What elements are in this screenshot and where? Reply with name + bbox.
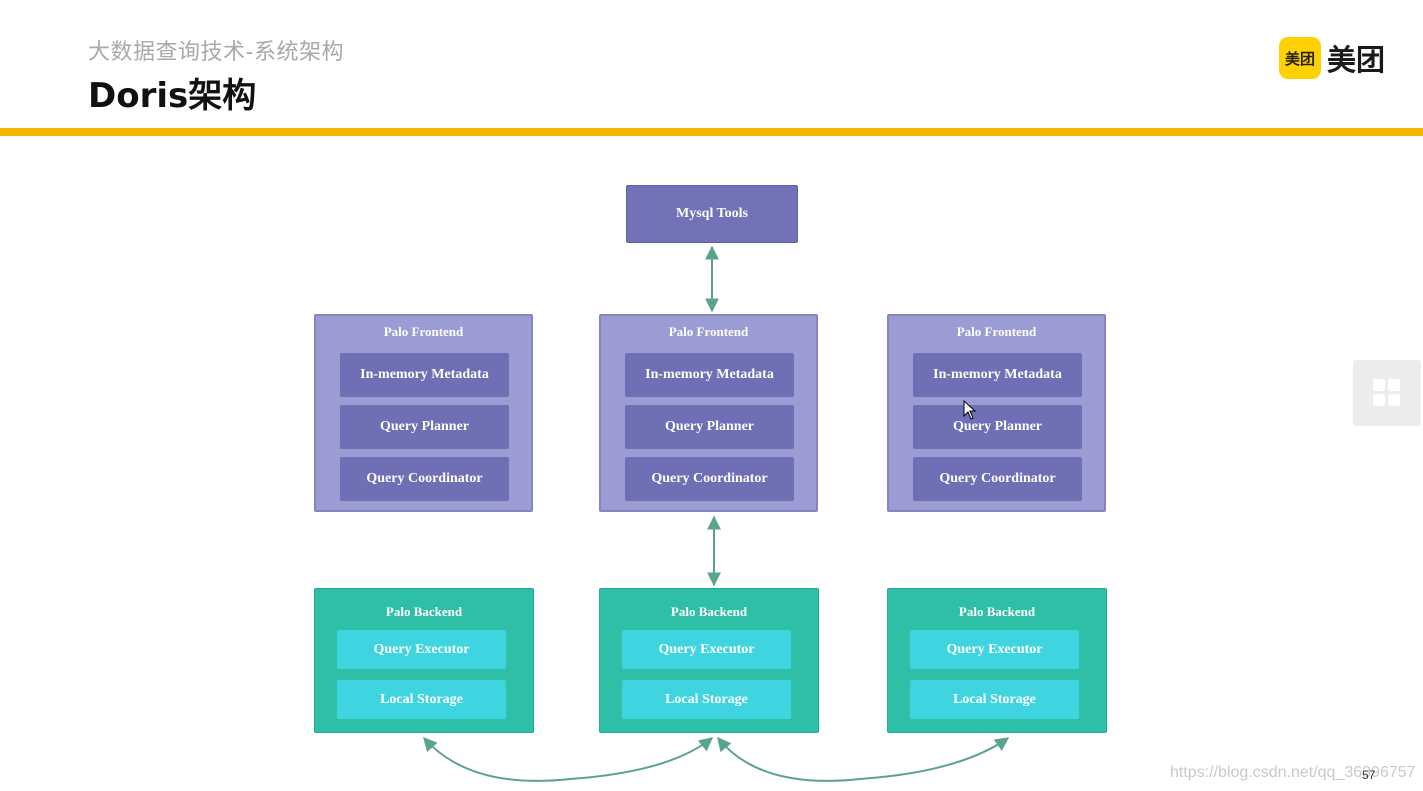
slide-subtitle: 大数据查询技术-系统架构 (88, 40, 344, 65)
slide-title: Doris架构 (88, 76, 257, 116)
grid-menu-icon[interactable] (1353, 360, 1421, 426)
local-storage: Local Storage (910, 680, 1079, 719)
backend-title: Palo Backend (385, 604, 463, 619)
palo-frontend-1: Palo Frontend In-memory Metadata Query P… (314, 314, 533, 512)
meituan-logo: 美团 美团 (1279, 37, 1385, 79)
query-coordinator: Query Coordinator (625, 457, 794, 501)
palo-backend-3: Palo Backend Query Executor Local Storag… (887, 588, 1107, 733)
watermark: https://blog.csdn.net/qq_36396757 (1170, 764, 1416, 781)
in-memory-metadata: In-memory Metadata (625, 353, 794, 397)
query-planner: Query Planner (625, 405, 794, 449)
backend-title: Palo Backend (670, 604, 748, 619)
query-executor: Query Executor (910, 630, 1079, 669)
query-executor: Query Executor (337, 630, 506, 669)
mysql-tools-node: Mysql Tools (626, 185, 798, 243)
frontend-title: Palo Frontend (956, 324, 1037, 339)
palo-frontend-2: Palo Frontend In-memory Metadata Query P… (599, 314, 818, 512)
local-storage: Local Storage (337, 680, 506, 719)
query-executor: Query Executor (622, 630, 791, 669)
backend-title: Palo Backend (958, 604, 1036, 619)
in-memory-metadata: In-memory Metadata (913, 353, 1082, 397)
palo-backend-2: Palo Backend Query Executor Local Storag… (599, 588, 819, 733)
query-planner: Query Planner (340, 405, 509, 449)
local-storage: Local Storage (622, 680, 791, 719)
query-coordinator: Query Coordinator (340, 457, 509, 501)
palo-frontend-3: Palo Frontend In-memory Metadata Query P… (887, 314, 1106, 512)
frontend-title: Palo Frontend (383, 324, 464, 339)
header-rule (0, 128, 1423, 136)
in-memory-metadata: In-memory Metadata (340, 353, 509, 397)
query-coordinator: Query Coordinator (913, 457, 1082, 501)
frontend-title: Palo Frontend (668, 324, 749, 339)
page-number: 57 (1362, 768, 1376, 782)
mouse-cursor-icon (963, 400, 977, 420)
logo-badge: 美团 (1279, 37, 1321, 79)
arc-backend-right (717, 736, 1010, 782)
arc-backend-left (423, 736, 714, 782)
palo-backend-1: Palo Backend Query Executor Local Storag… (314, 588, 534, 733)
query-planner: Query Planner (913, 405, 1082, 449)
logo-text: 美团 (1327, 43, 1386, 77)
